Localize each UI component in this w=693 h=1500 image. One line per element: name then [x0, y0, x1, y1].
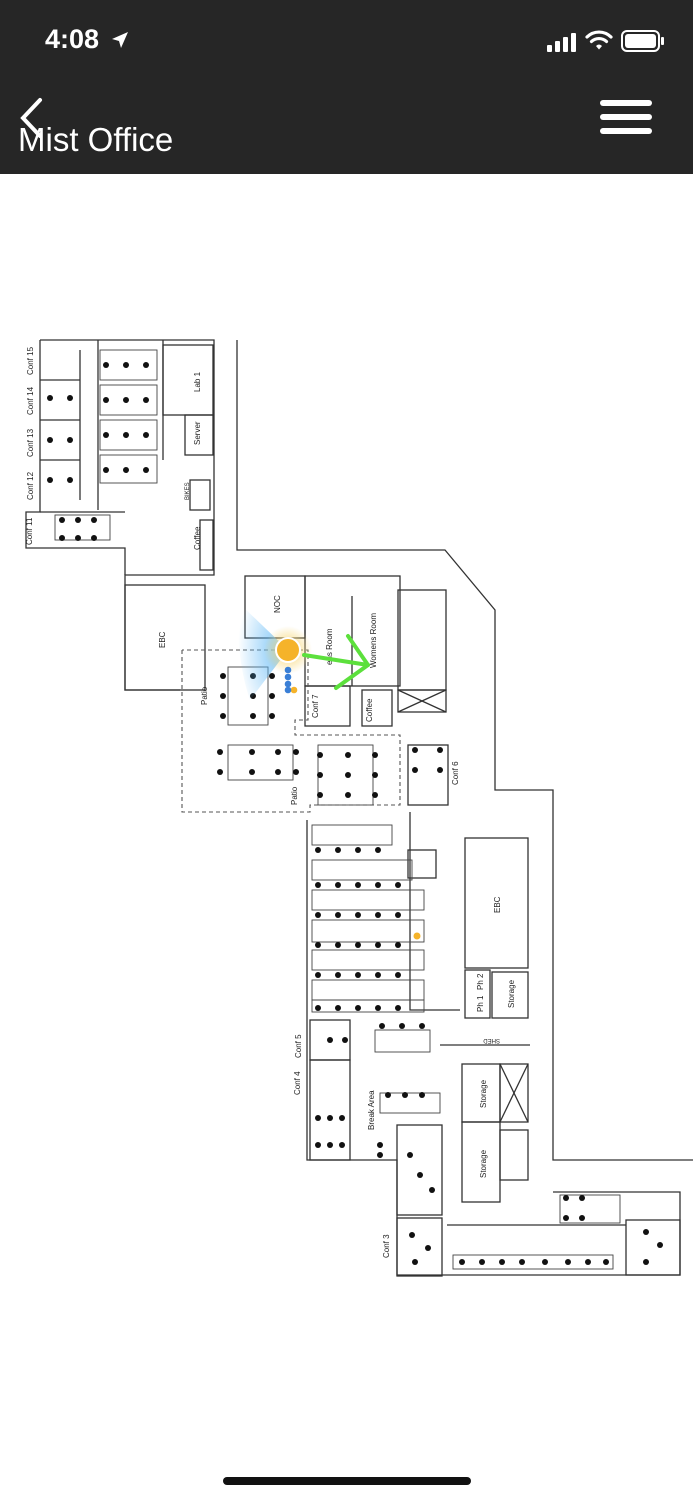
desk-blocks [54, 349, 621, 1270]
label-conf13: Conf 13 [26, 428, 35, 457]
menu-button[interactable] [600, 100, 652, 138]
back-button[interactable] [14, 96, 54, 140]
label-ebc-left: EBC [158, 631, 167, 648]
label-conf3: Conf 3 [382, 1234, 391, 1258]
page-title: Mist Office [18, 121, 174, 158]
label-conf11: Conf 11 [25, 517, 34, 545]
label-mens-room: ens Room [325, 628, 334, 665]
label-coffee-mid: Coffee [365, 698, 374, 722]
chevron-left-icon [20, 98, 42, 138]
label-lab1: Lab 1 [193, 371, 202, 392]
hamburger-menu-icon [600, 100, 652, 106]
label-womens-room: Womens Room [369, 613, 378, 668]
label-ph2: Ph 2 [476, 973, 485, 990]
battery-icon [621, 30, 664, 52]
user-location-dot[interactable] [275, 637, 301, 663]
label-coffee-top: Coffee [193, 526, 202, 550]
label-conf15: Conf 15 [26, 346, 35, 375]
label-noc: NOC [273, 595, 282, 613]
patio-outline [181, 649, 401, 813]
cellular-signal-icon [547, 33, 576, 52]
label-conf4: Conf 4 [293, 1071, 302, 1095]
asset-markers [284, 666, 421, 940]
floorplan-walls [25, 339, 693, 1277]
route-arrow [302, 634, 370, 690]
label-patio-1: Patio [200, 686, 209, 705]
floor-map[interactable]: Conf 15 Conf 14 Conf 13 Conf 12 Conf 11 … [0, 174, 693, 1444]
label-conf12: Conf 12 [26, 471, 35, 500]
label-server: Server [193, 421, 202, 445]
label-storage-3: Storage [479, 1149, 488, 1178]
label-storage-2: Storage [479, 1079, 488, 1108]
label-conf14: Conf 14 [26, 386, 35, 415]
label-conf6: Conf 6 [451, 761, 460, 785]
label-patio-2: Patio [290, 786, 299, 805]
room-labels: Conf 15 Conf 14 Conf 13 Conf 12 Conf 11 … [25, 346, 516, 1258]
location-arrow-icon [112, 32, 128, 48]
floorplan-svg[interactable]: Conf 15 Conf 14 Conf 13 Conf 12 Conf 11 … [0, 174, 693, 1444]
label-ebc-right: EBC [493, 896, 502, 913]
label-break-area: Break Area [367, 1090, 376, 1130]
label-conf5: Conf 5 [294, 1034, 303, 1058]
wifi-icon [585, 30, 613, 50]
label-bikes: BIKES [185, 482, 191, 500]
label-conf7: Conf 7 [311, 694, 320, 718]
label-ph1: Ph 1 [476, 995, 485, 1012]
label-storage-1: Storage [507, 979, 516, 1008]
label-shed: SHED [483, 1037, 500, 1043]
app-header: 4:08 Mist Office [0, 0, 693, 174]
home-indicator[interactable] [223, 1477, 471, 1485]
chairs [47, 362, 663, 1265]
heading-cone [237, 602, 288, 700]
status-time: 4:08 [45, 24, 100, 54]
